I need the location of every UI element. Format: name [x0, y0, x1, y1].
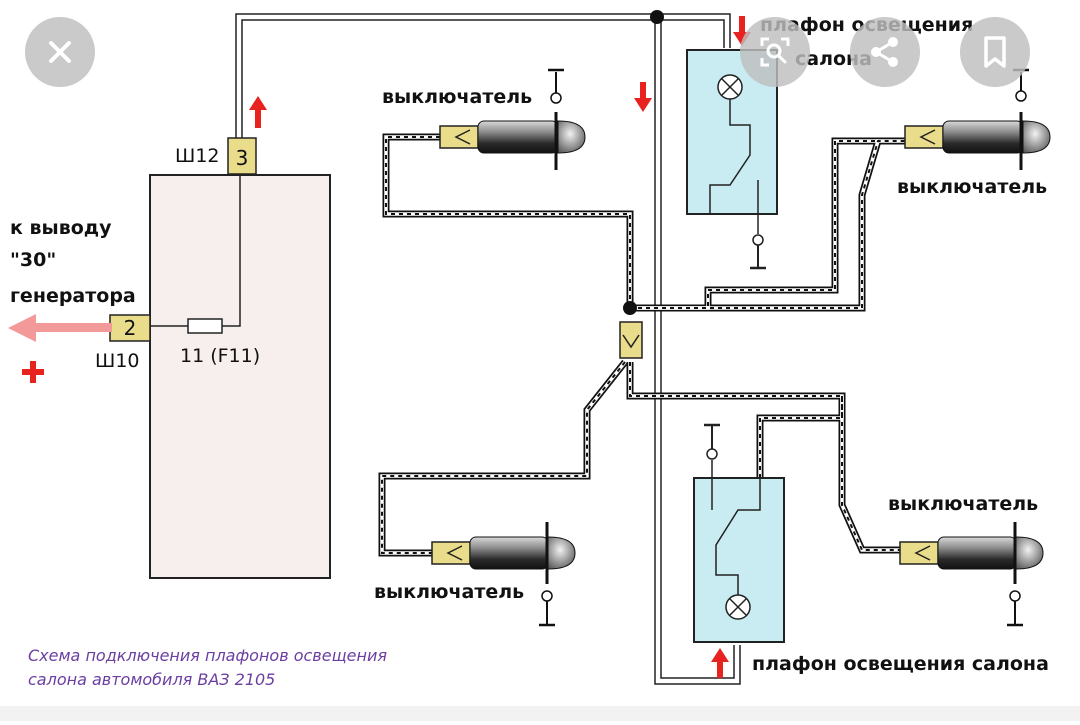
- door-switch-2-label: выключатель: [897, 176, 1047, 198]
- ground-wires: [378, 133, 905, 557]
- door-switch-4-label: выключатель: [888, 493, 1038, 515]
- bookmark-button[interactable]: [960, 17, 1030, 87]
- close-icon: [49, 41, 71, 63]
- caption-line1: Схема подключения плафонов освещения: [28, 646, 387, 665]
- door-switch-3-label: выключатель: [374, 581, 524, 603]
- arrow-to-generator: [8, 314, 112, 342]
- lamp-bottom-label: плафон освещения салона: [752, 653, 1049, 675]
- connector-sh12: [227, 137, 257, 175]
- door-switch-2: [904, 68, 1051, 170]
- plus-icon: [22, 361, 44, 383]
- door-switch-1-label: выключатель: [382, 86, 532, 108]
- generator-label-line2: "30": [10, 249, 56, 271]
- current-arrow-up-bottom-lamp: [711, 648, 729, 678]
- share-icon: [871, 37, 898, 67]
- door-switch-3: [431, 522, 576, 627]
- bookmark-icon: [984, 36, 1006, 68]
- connector-sh12-label: Ш12: [175, 145, 220, 167]
- wire-junction-center: [623, 301, 637, 315]
- generator-label-line3: генератора: [10, 285, 136, 307]
- bottom-bar: [0, 706, 1080, 721]
- wire-junction-top: [650, 10, 664, 24]
- connector-sh10-label: Ш10: [95, 350, 140, 372]
- positive-feed-wire: [235, 13, 741, 685]
- door-switch-4: [899, 522, 1044, 627]
- close-button[interactable]: [25, 17, 95, 87]
- center-connector: [619, 321, 643, 359]
- screen-search-button[interactable]: [740, 17, 810, 87]
- current-arrow-down-center: [634, 82, 652, 112]
- fuse-label: 11 (F11): [180, 345, 260, 367]
- caption-line2: салона автомобиля ВАЗ 2105: [28, 670, 275, 689]
- current-arrow-up-sh12: [249, 96, 267, 128]
- share-button[interactable]: [850, 17, 920, 87]
- connector-sh10: [109, 314, 151, 342]
- door-switch-1: [439, 68, 586, 170]
- connector-sh12-pin: 3: [236, 146, 249, 170]
- generator-label-line1: к выводу: [10, 217, 112, 239]
- internal-wire: [150, 172, 241, 327]
- fuse-f11: [187, 318, 223, 334]
- connector-sh10-pin: 2: [124, 316, 137, 340]
- screen-search-icon: [760, 37, 790, 67]
- lamp-bottom: [693, 423, 785, 643]
